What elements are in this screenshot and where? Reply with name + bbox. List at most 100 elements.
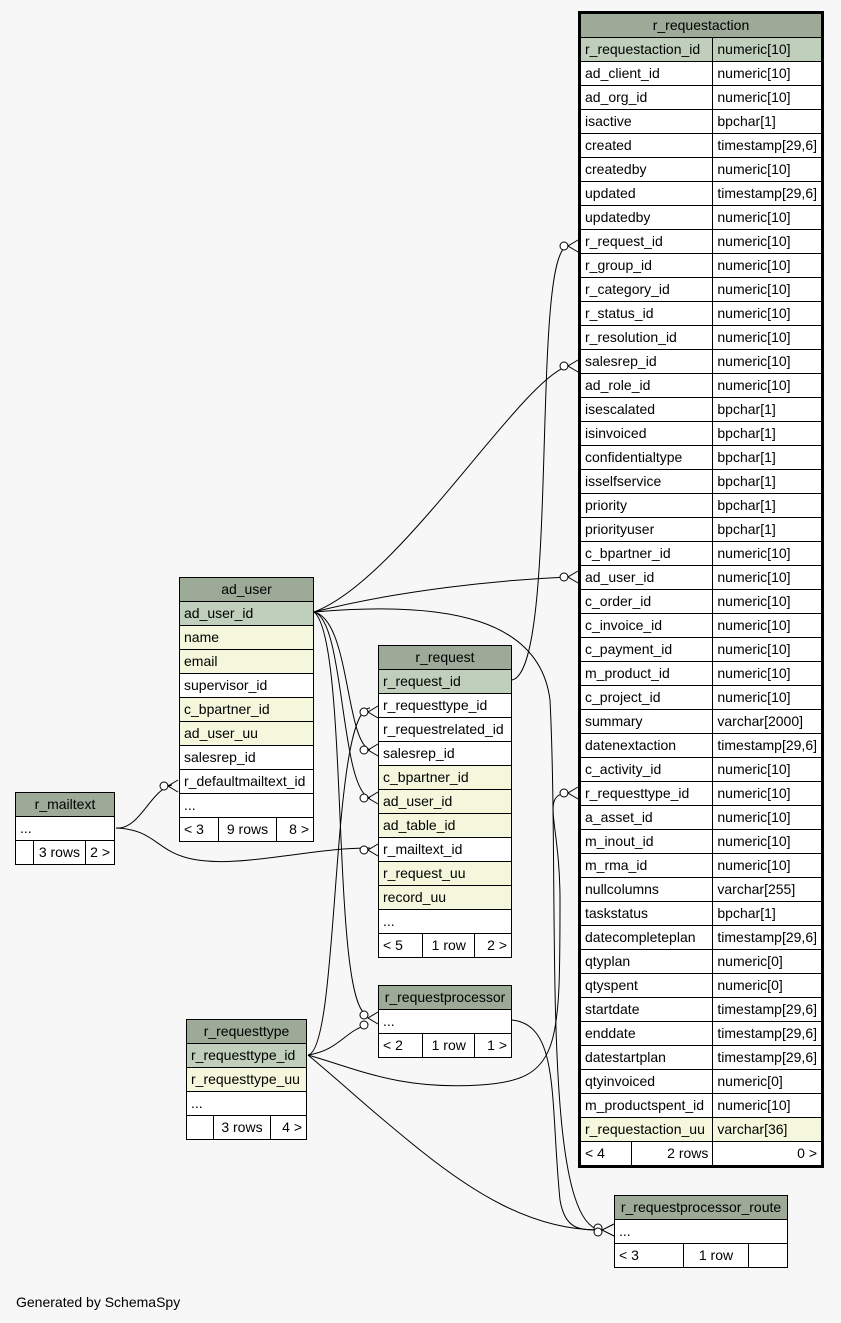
column-name: summary [578, 709, 714, 734]
column-type: timestamp[29,6] [712, 925, 823, 950]
column-type: numeric[10] [712, 757, 823, 782]
table-row: r_defaultmailtext_id [179, 769, 314, 794]
table-title: r_requestprocessor_route [614, 1195, 788, 1220]
table-title: r_requestprocessor [378, 985, 512, 1010]
column-name: salesrep_id [378, 741, 512, 766]
edge-aduser-to-requestaction-aduser [313, 576, 569, 613]
column-type: timestamp[29,6] [712, 181, 823, 206]
column-name: priorityuser [578, 517, 714, 542]
table-row: ... [378, 1009, 512, 1034]
column-type: timestamp[29,6] [712, 133, 823, 158]
column-type: varchar[2000] [712, 709, 823, 734]
column-type: varchar[255] [712, 877, 823, 902]
table-title: ad_user [179, 577, 314, 602]
column-type: numeric[10] [712, 1093, 823, 1118]
column-name: ... [15, 816, 115, 841]
column-name: isselfservice [578, 469, 714, 494]
column-name: isactive [578, 109, 714, 134]
column-type: numeric[10] [712, 325, 823, 350]
column-type: timestamp[29,6] [712, 733, 823, 758]
column-type: numeric[10] [712, 301, 823, 326]
column-type: numeric[10] [712, 253, 823, 278]
column-name: startdate [578, 997, 714, 1022]
column-type: bpchar[1] [712, 397, 823, 422]
column-name: r_defaultmailtext_id [179, 769, 314, 794]
column-name: salesrep_id [179, 745, 314, 770]
column-type: numeric[10] [712, 229, 823, 254]
column-name: salesrep_id [578, 349, 714, 374]
table-row: ad_user_id [378, 789, 512, 814]
column-type: numeric[10] [712, 277, 823, 302]
column-name: isescalated [578, 397, 714, 422]
column-type: timestamp[29,6] [712, 1021, 823, 1046]
column-type: numeric[10] [712, 565, 823, 590]
footer-cell: < 2 [377, 1033, 424, 1058]
column-type: numeric[10] [712, 541, 823, 566]
column-name: taskstatus [578, 901, 714, 926]
edge-request-to-requestaction [511, 245, 569, 681]
column-type: bpchar[1] [712, 469, 823, 494]
edge-aduser-to-request-salesrep [313, 611, 371, 751]
footer-cell: 2 > [474, 933, 512, 958]
table-row: salesrep_id [378, 741, 512, 766]
column-type: numeric[0] [712, 1069, 823, 1094]
column-name: m_productspent_id [578, 1093, 714, 1118]
column-name: r_category_id [578, 277, 714, 302]
footer-cell: 3 rows [33, 840, 86, 865]
table-row: ... [614, 1219, 788, 1244]
generated-by-text: Generated by SchemaSpy [16, 1294, 181, 1310]
table-row: r_mailtext_id [378, 837, 512, 862]
table-row: record_uu [378, 885, 512, 910]
column-name: createdby [578, 157, 714, 182]
column-type: numeric[10] [712, 157, 823, 182]
footer-cell: 8 > [275, 817, 315, 842]
footer-cell: 9 rows [218, 817, 277, 842]
column-name: enddate [578, 1021, 714, 1046]
column-name: a_asset_id [578, 805, 714, 830]
footer-cell: 0 > [712, 1141, 823, 1167]
column-name: c_bpartner_id [179, 697, 314, 722]
column-name: m_product_id [578, 661, 714, 686]
column-name: datenextaction [578, 733, 714, 758]
column-type: numeric[10] [712, 637, 823, 662]
footer-cell: 3 rows [213, 1115, 271, 1140]
column-type: numeric[10] [712, 805, 823, 830]
column-type: numeric[10] [712, 829, 823, 854]
column-name: ... [179, 793, 314, 818]
column-name: c_order_id [578, 589, 714, 614]
footer-cell: 2 > [84, 840, 116, 865]
column-name: confidentialtype [578, 445, 714, 470]
edge-requesttype-to-route [307, 1054, 601, 1231]
table-row: ad_table_id [378, 813, 512, 838]
column-type: numeric[0] [712, 973, 823, 998]
column-name: datecompleteplan [578, 925, 714, 950]
